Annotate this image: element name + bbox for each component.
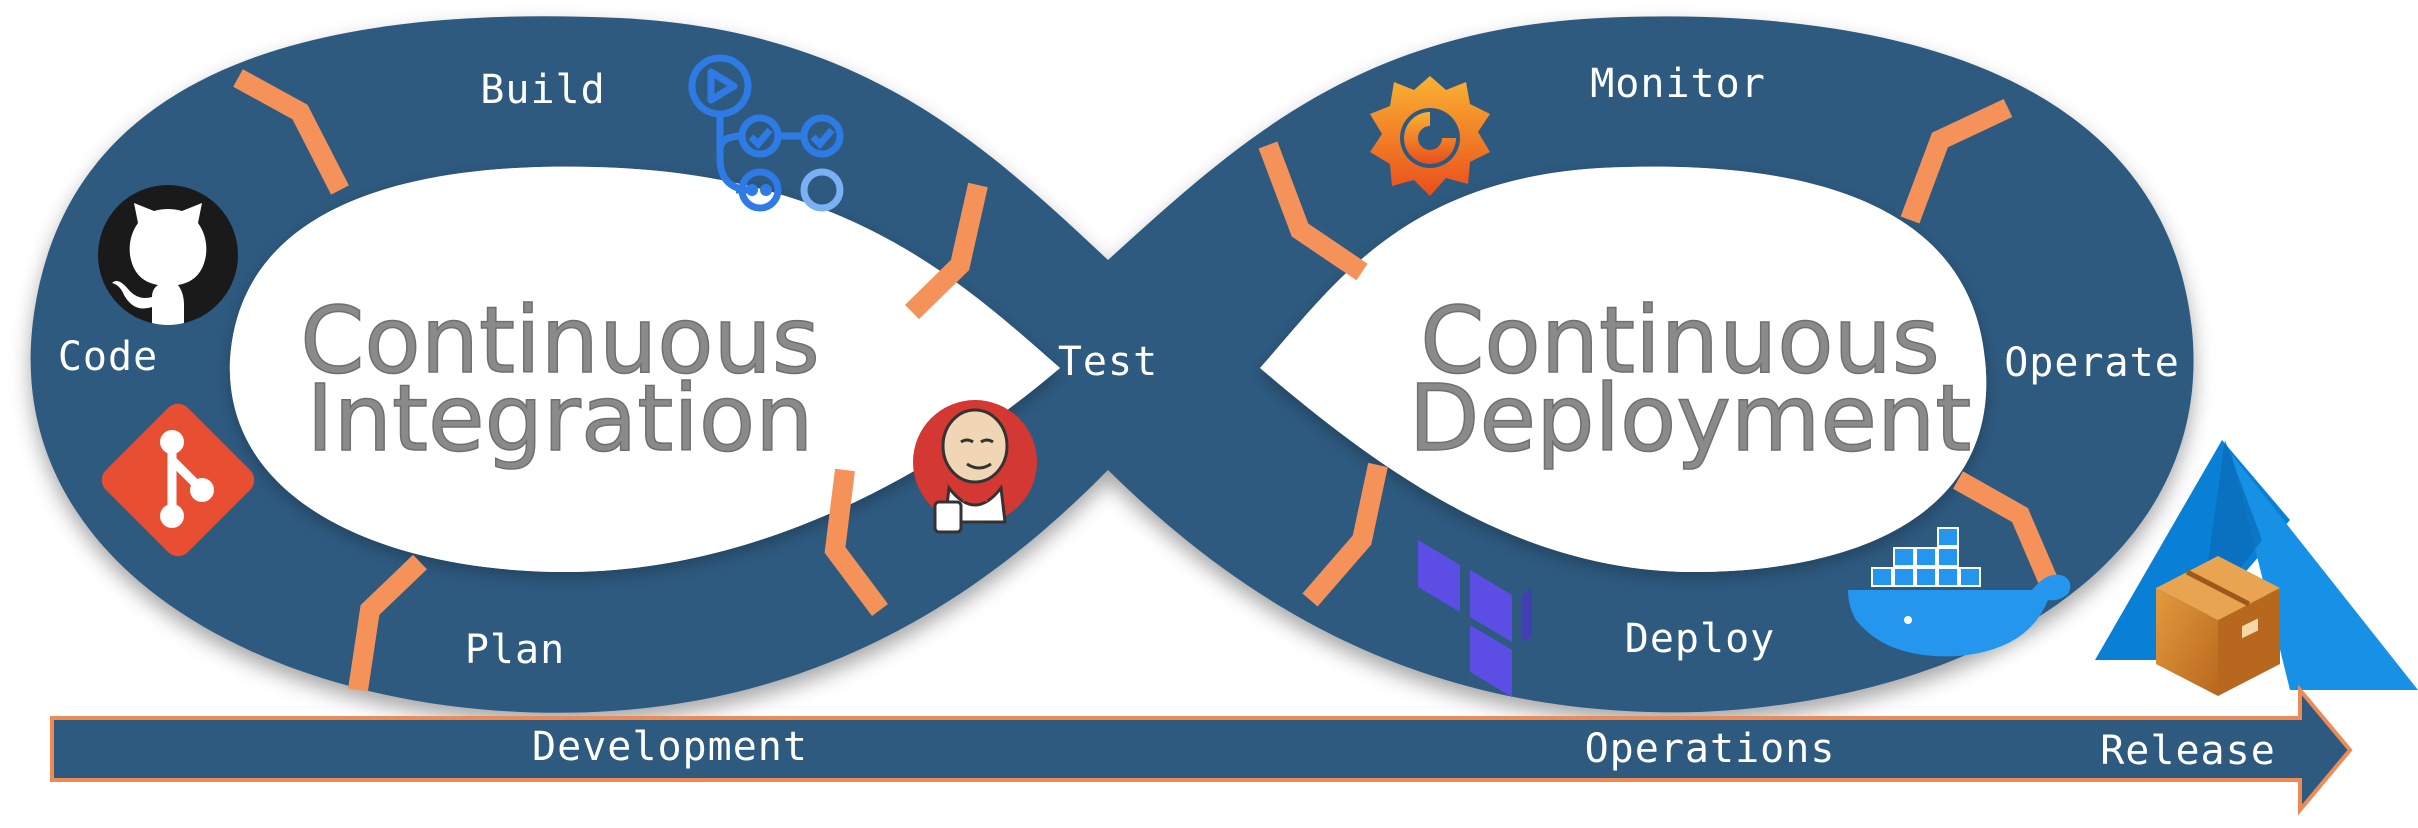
phase-operations-label: Operations xyxy=(1585,726,1836,772)
chevron-markers xyxy=(233,69,2060,692)
ci-title-line2: Integration xyxy=(307,365,814,472)
git-icon xyxy=(101,403,255,557)
jenkins-icon xyxy=(913,400,1037,534)
infinity-loop xyxy=(30,16,2194,713)
docker-icon xyxy=(1848,527,2071,657)
chevron-marker xyxy=(348,554,427,692)
chevron-marker xyxy=(1302,462,1388,607)
stage-code-label: Code xyxy=(58,334,158,380)
right-loop-hole xyxy=(1260,166,1987,573)
phase-development-label: Development xyxy=(532,724,808,770)
cd-title-line2: Deployment xyxy=(1409,365,1972,472)
github-actions-icon xyxy=(688,54,844,212)
package-icon xyxy=(2156,556,2280,696)
terraform-icon xyxy=(1418,540,1532,697)
chevron-marker xyxy=(1258,141,1368,281)
stage-monitor-label: Monitor xyxy=(1590,61,1766,107)
github-icon xyxy=(98,185,238,325)
ci-title-line1: Continuous xyxy=(300,287,820,394)
stage-plan-label: Plan xyxy=(465,627,565,673)
timeline-arrow xyxy=(50,684,2353,816)
stage-build-label: Build xyxy=(480,67,605,113)
stage-test-label: Test xyxy=(1058,339,1158,385)
chevron-marker xyxy=(233,69,349,195)
chevron-marker xyxy=(1953,471,2060,589)
phase-release-label: Release xyxy=(2100,728,2276,774)
stage-deploy-label: Deploy xyxy=(1625,616,1776,662)
stage-operate-label: Operate xyxy=(2004,340,2180,386)
chevron-marker xyxy=(1900,98,2013,224)
chevron-marker xyxy=(905,182,988,320)
grafana-icon xyxy=(1370,76,1490,196)
chevron-marker xyxy=(824,468,888,616)
left-loop-hole xyxy=(229,166,1060,573)
cd-title-line1: Continuous xyxy=(1420,287,1940,394)
